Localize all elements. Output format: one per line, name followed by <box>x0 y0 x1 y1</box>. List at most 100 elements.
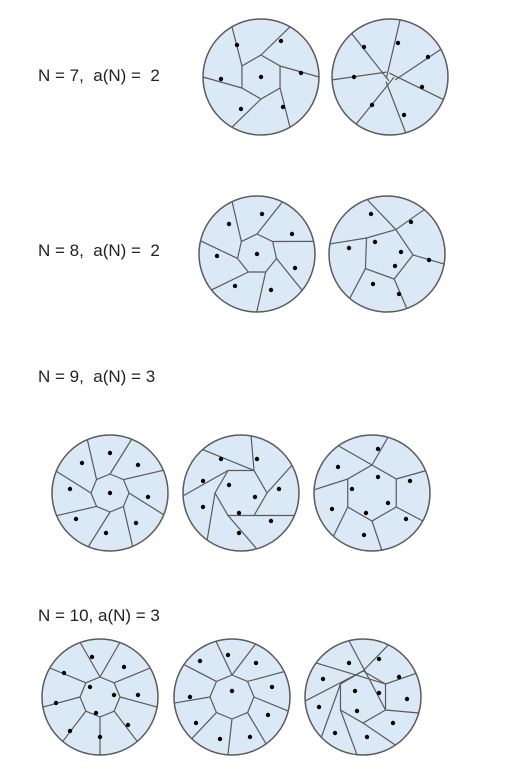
inner-cell <box>90 473 130 513</box>
cell-edge <box>276 258 303 291</box>
cell-edge <box>231 98 262 128</box>
cell-edge <box>113 710 138 742</box>
cell-edge <box>385 672 417 685</box>
disk-outline <box>331 18 449 136</box>
site-dot <box>370 281 376 287</box>
site-dot <box>332 730 338 736</box>
site-dot <box>226 482 232 488</box>
cell-edge <box>355 76 395 125</box>
site-dot <box>346 660 352 666</box>
site-dot <box>375 474 381 480</box>
row-1-label: N = 7, a(N) = 2 <box>38 66 160 85</box>
site-dot <box>135 692 141 698</box>
cell-edge <box>227 515 258 550</box>
site-dot <box>385 500 391 506</box>
site-dot <box>107 450 113 456</box>
site-dot <box>200 478 206 484</box>
cell-edge <box>183 664 217 682</box>
cell-edge <box>113 667 151 684</box>
site-dot <box>53 700 59 706</box>
row-2-label: N = 8, a(N) = 2 <box>38 241 160 260</box>
site-dot <box>375 446 381 452</box>
site-dot <box>259 211 265 217</box>
cell-edge <box>231 643 257 676</box>
disk-row4-3 <box>304 638 422 756</box>
cell-edge <box>349 268 366 299</box>
site-dot <box>67 728 73 734</box>
site-dot <box>329 506 335 512</box>
site-dot <box>396 674 402 680</box>
site-dot <box>289 231 295 237</box>
site-dot <box>145 494 151 500</box>
cell-edge <box>385 709 419 714</box>
disk-row1-2 <box>331 18 449 136</box>
site-dot <box>225 652 231 658</box>
disk-row4-2 <box>173 638 291 756</box>
cell-edge <box>128 492 165 516</box>
site-dot <box>396 291 402 297</box>
site-dot <box>133 520 139 526</box>
site-dot <box>276 486 282 492</box>
site-dot <box>346 245 352 251</box>
inner-cell <box>236 233 278 273</box>
site-dot <box>135 462 141 468</box>
disk-row1-1 <box>202 18 320 136</box>
cell-edge <box>202 448 255 472</box>
site-dot <box>352 688 358 694</box>
site-dot <box>320 676 326 682</box>
site-dot <box>121 664 127 670</box>
disk-row2-1 <box>198 195 316 313</box>
cell-edge <box>42 696 81 708</box>
cell-edge <box>256 201 283 235</box>
cell-edge <box>227 718 233 755</box>
inner-cell <box>364 228 414 280</box>
site-dot <box>238 106 244 112</box>
cell-edge <box>256 271 267 313</box>
site-dot <box>364 734 370 740</box>
site-dot <box>278 38 284 44</box>
site-dot <box>395 40 401 46</box>
site-dot <box>369 102 375 108</box>
site-dot <box>258 74 264 80</box>
cell-edge <box>395 209 425 231</box>
site-dot <box>372 239 378 245</box>
site-dot <box>316 704 322 710</box>
cell-edge <box>49 667 87 684</box>
site-dot <box>229 688 235 694</box>
site-dot <box>89 654 95 660</box>
site-dot <box>351 74 357 80</box>
cell-edge <box>99 642 121 678</box>
site-dot <box>376 690 382 696</box>
site-dot <box>218 76 224 82</box>
site-dot <box>252 494 258 500</box>
cell-edge <box>62 710 87 742</box>
cell-edge <box>215 640 233 676</box>
site-dot <box>335 464 341 470</box>
site-dot <box>363 510 369 516</box>
disk-outline <box>304 638 422 756</box>
site-dot <box>200 504 206 510</box>
site-dot <box>419 84 425 90</box>
cell-edge <box>202 76 243 89</box>
cell-edge <box>394 48 442 81</box>
cell-edge <box>362 722 396 746</box>
disk-row3-3 <box>313 434 431 552</box>
site-dot <box>254 456 260 462</box>
site-dot <box>265 712 271 718</box>
cell-edge <box>211 271 249 291</box>
cell-edge <box>250 435 255 471</box>
cell-edge <box>385 81 407 134</box>
site-dot <box>390 720 396 726</box>
cell-edge <box>123 469 164 481</box>
cell-edge <box>331 71 387 81</box>
cell-edge <box>266 464 293 494</box>
site-dot <box>226 221 232 227</box>
cell-edge <box>119 696 158 708</box>
site-dot <box>107 490 113 496</box>
cell-edge <box>396 470 426 480</box>
cell-edge <box>315 662 386 685</box>
site-dot <box>298 70 304 76</box>
site-dot <box>103 530 109 536</box>
site-dot <box>268 287 274 293</box>
